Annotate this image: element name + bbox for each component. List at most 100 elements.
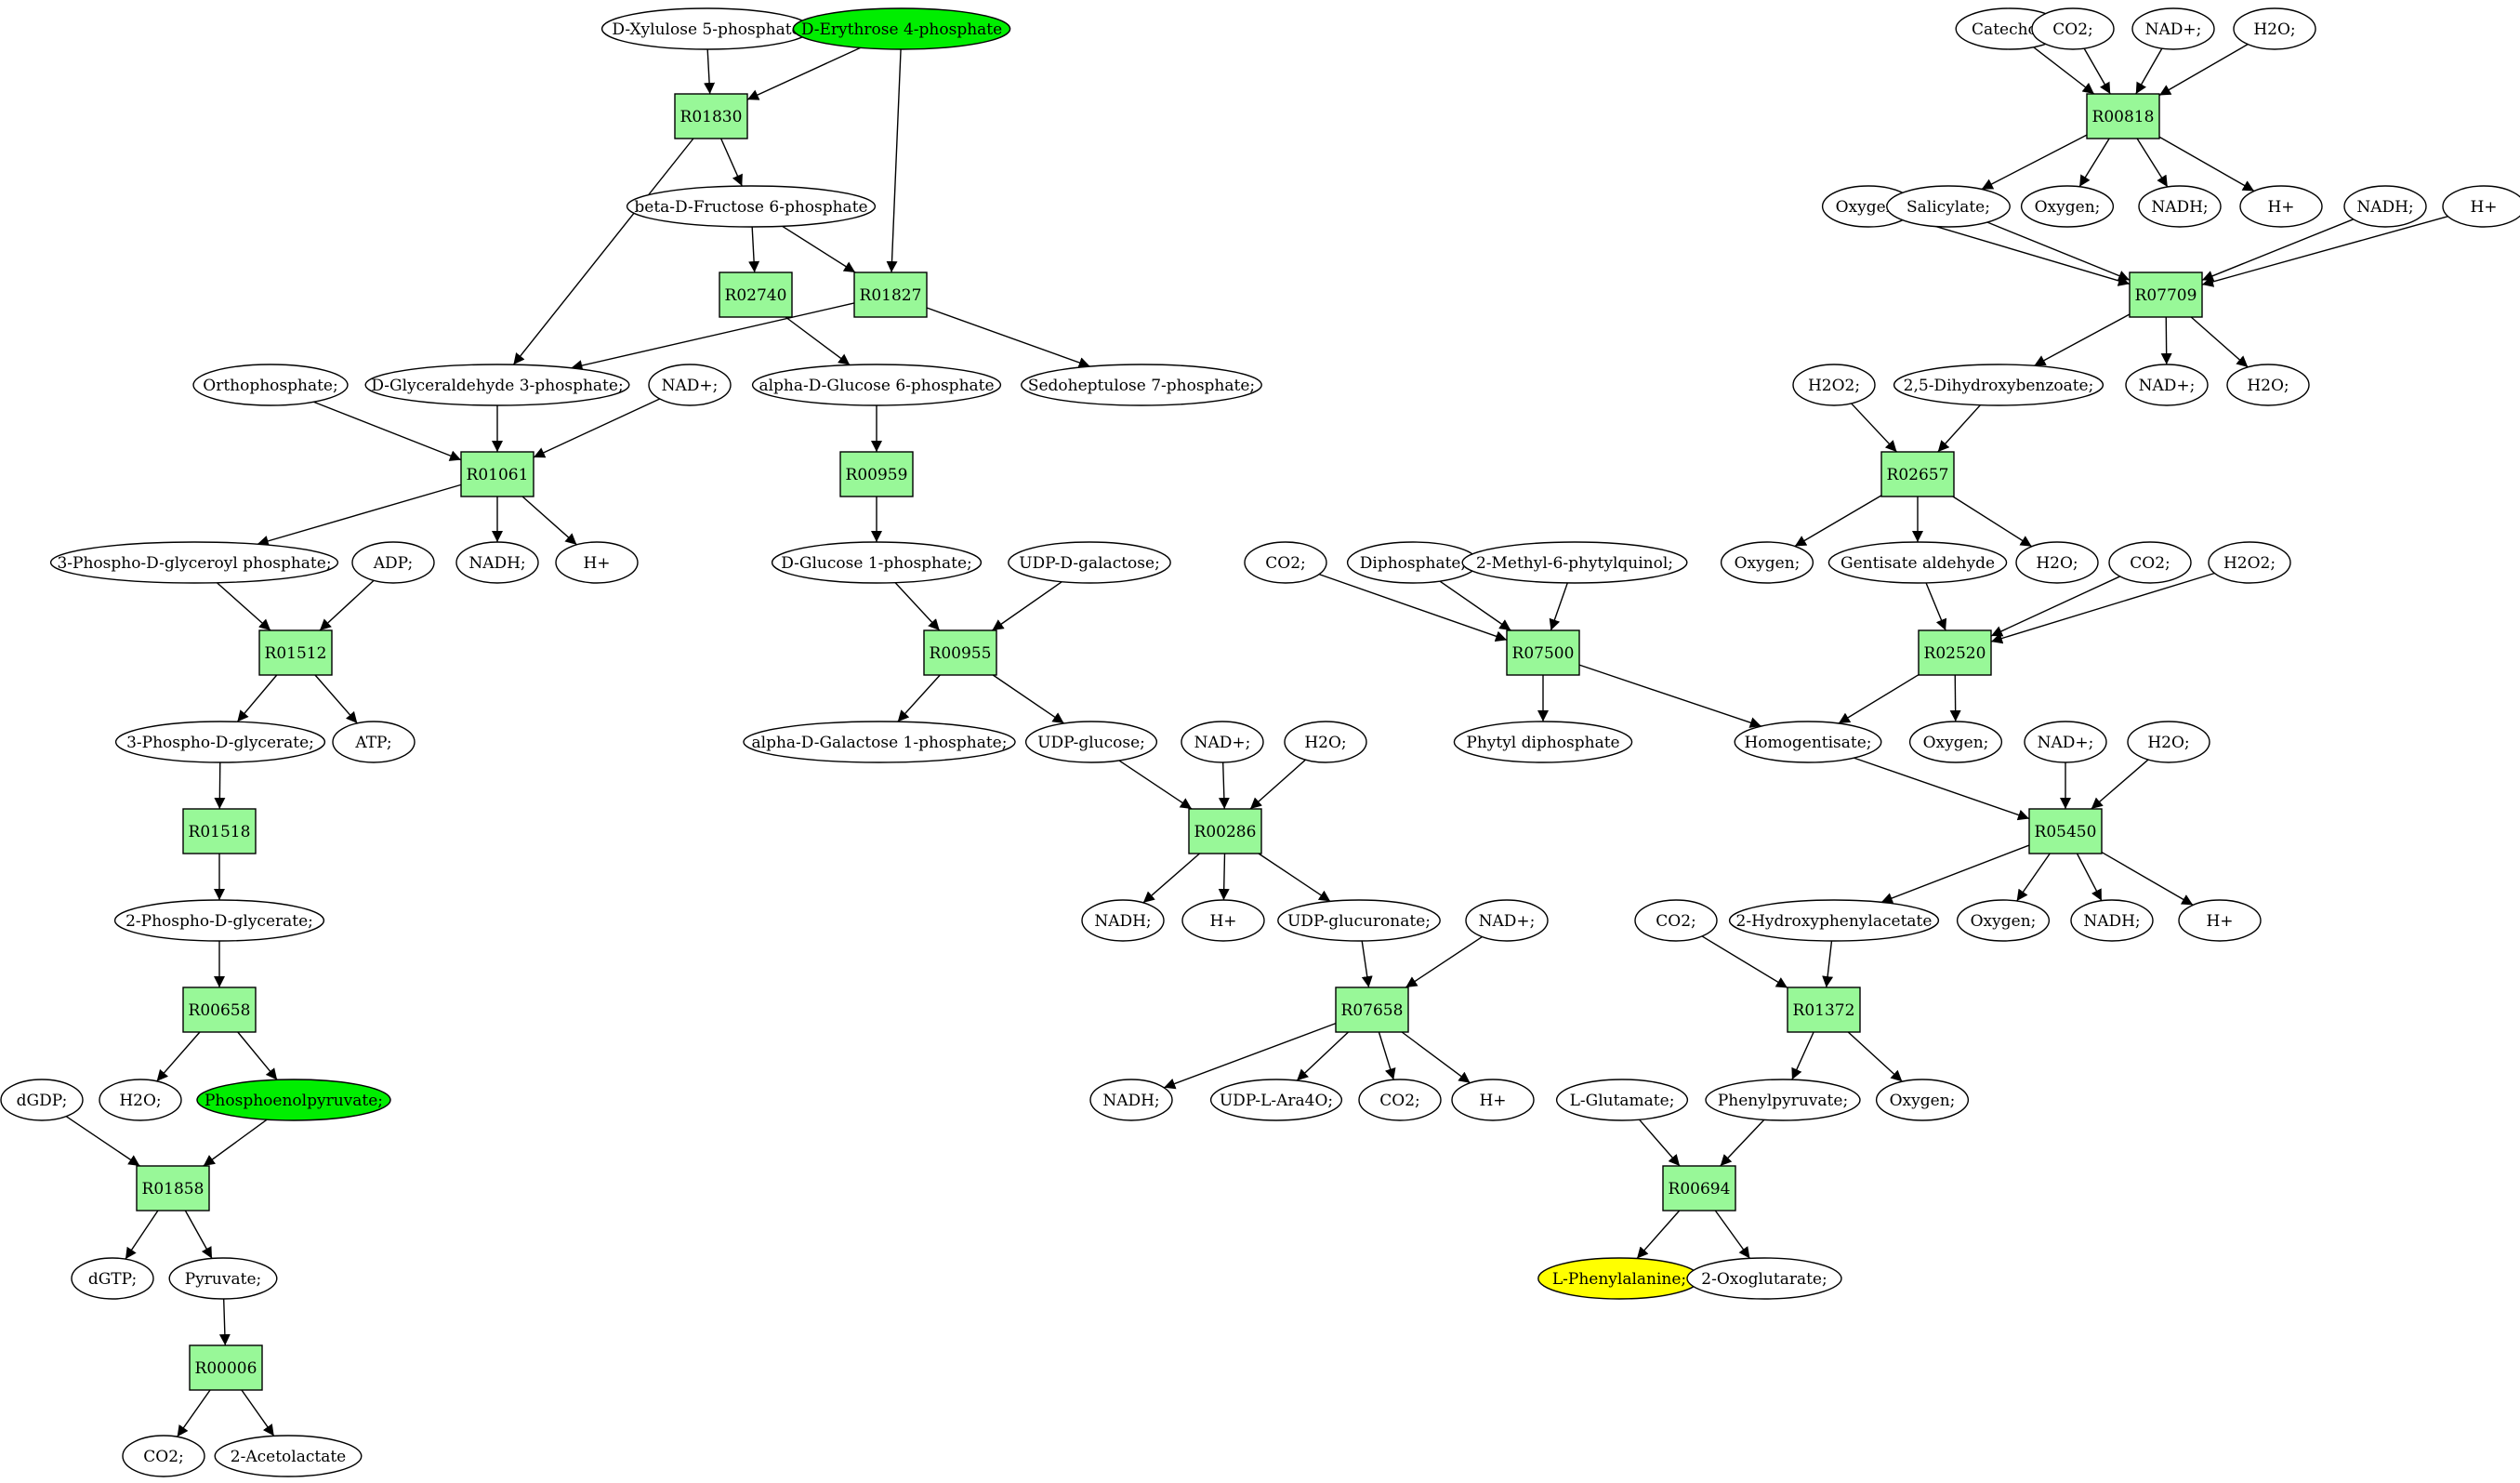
- compound-ellipse: [455, 541, 539, 584]
- compound-node-dgdp: dGDP;: [0, 1079, 84, 1121]
- node-label: L-Glutamate;: [1570, 1092, 1675, 1110]
- reaction-node-r00286: R00286: [1188, 808, 1262, 854]
- compound-ellipse: [113, 899, 325, 942]
- reaction-node-r00955: R00955: [923, 629, 997, 676]
- compound-node-acetolactate: 2-Acetolactate: [214, 1435, 363, 1477]
- compound-node-oxygen-2: Oxygen;: [2020, 185, 2115, 228]
- edge-R07709-to-nad_5: [2160, 316, 2172, 365]
- node-label: Oxygen;: [1971, 912, 2037, 931]
- compound-ellipse: [2127, 721, 2210, 763]
- compound-node-oxygen-1: Oxygen;: [1821, 185, 1916, 228]
- compound-node-phytylpp: Phytyl diphosphate: [1453, 721, 1633, 763]
- compound-node-h2o-4: H2O;: [2226, 364, 2310, 406]
- node-label: Diphosphate;: [1360, 554, 1466, 573]
- compound-node-nad-6: NAD+;: [2024, 721, 2107, 763]
- compound-ellipse: [1008, 541, 1171, 584]
- compound-ellipse: [99, 1079, 182, 1121]
- edge-R05450-to-nadh_6: [2076, 853, 2103, 902]
- reaction-box: [189, 1344, 263, 1391]
- edge-diphosphate-to-R07500: [1439, 580, 1511, 631]
- node-label: H+: [2470, 198, 2497, 217]
- compound-node-nad-1: NAD+;: [648, 364, 732, 406]
- node-label: R01512: [265, 644, 327, 663]
- compound-node-udpgal: UDP-D-galactose;: [1008, 541, 1171, 584]
- edge-R01512-to-atp: [314, 674, 358, 724]
- reaction-node-r02657: R02657: [1880, 451, 1955, 497]
- node-label: NAD+;: [1194, 734, 1251, 752]
- node-label: alpha-D-Glucose 6-phosphate: [759, 377, 994, 395]
- compound-node-h2o-2: H2O;: [99, 1079, 182, 1121]
- compound-node-2pg: 2-Phospho-D-glycerate;: [113, 899, 325, 942]
- reaction-node-r05450: R05450: [2028, 808, 2103, 854]
- compound-node-udpglcA: UDP-glucuronate;: [1277, 899, 1441, 942]
- edge-R01372-to-oxygen_6: [1847, 1031, 1903, 1082]
- compound-ellipse: [1686, 1257, 1842, 1300]
- compound-node-co2-1: CO2;: [1358, 1079, 1442, 1121]
- edge-R00818-to-nadh_4: [2136, 138, 2169, 188]
- compound-ellipse: [351, 541, 435, 584]
- edge-h2o_3-to-R00818: [2158, 44, 2249, 97]
- edge-R07658-to-nadh_3: [1163, 1022, 1337, 1090]
- reaction-box: [1662, 1165, 1736, 1212]
- compound-node-oxygen-3: Oxygen;: [1720, 541, 1814, 584]
- compound-ellipse: [2233, 7, 2316, 50]
- reaction-box: [2028, 808, 2103, 854]
- edge-nad_4-to-R00818: [2135, 47, 2163, 95]
- edge-R00955-to-udpglc: [992, 674, 1065, 724]
- compound-ellipse: [1886, 185, 2011, 228]
- compound-node-nad-5: NAD+;: [2125, 364, 2209, 406]
- node-label: R01518: [189, 823, 251, 841]
- compound-node-nadh-6: NADH;: [2070, 899, 2154, 942]
- node-label: R01830: [680, 108, 743, 126]
- compound-node-orthophosphate: Orthophosphate;: [192, 364, 349, 406]
- node-label: ADP;: [373, 554, 413, 573]
- compound-ellipse: [1634, 899, 1718, 942]
- compound-node-oxygen-6: Oxygen;: [1875, 1079, 1970, 1121]
- compound-node-udpara: UDP-L-Ara4O;: [1209, 1079, 1343, 1121]
- edge-R02657-to-oxygen_3: [1794, 495, 1882, 548]
- reaction-node-r00818: R00818: [2086, 93, 2160, 139]
- edge-gentisald-to-R02520: [1925, 582, 1947, 631]
- compound-node-h2o2-1: H2O2;: [1792, 364, 1876, 406]
- node-label: NADH;: [468, 554, 525, 573]
- node-label: R00694: [1669, 1180, 1731, 1198]
- compound-ellipse: [1089, 1079, 1173, 1121]
- reaction-node-r00658: R00658: [182, 986, 257, 1033]
- edge-nadh_5-to-R07709: [2201, 218, 2354, 282]
- edge-dgdp-to-R01858: [65, 1116, 140, 1167]
- node-label: 2-Methyl-6-phytylquinol;: [1476, 554, 1673, 573]
- compound-node-homogentisate: Homogentisate;: [1734, 721, 1882, 763]
- compound-ellipse: [626, 185, 877, 228]
- compound-node-nad-2: NAD+;: [1181, 721, 1264, 763]
- edge-layer: [65, 44, 2448, 1437]
- edge-h2o_1-to-R00286: [1249, 759, 1306, 810]
- compound-node-nad-3: NAD+;: [1465, 899, 1549, 942]
- node-label: 2,5-Dihydroxybenzoate;: [1904, 377, 2094, 395]
- reaction-box: [853, 271, 928, 318]
- compound-ellipse: [1461, 541, 1688, 584]
- edge-salicylate-to-R07709: [1986, 221, 2131, 282]
- compound-ellipse: [122, 1435, 205, 1477]
- edge-udpgal-to-R00955: [991, 581, 1062, 631]
- node-label: H+: [1209, 912, 1236, 931]
- compound-node-diphosphate: Diphosphate;: [1346, 541, 1480, 584]
- compound-ellipse: [1792, 364, 1876, 406]
- node-label: alpha-D-Galactose 1-phosphate;: [752, 734, 1008, 752]
- node-label: Sedoheptulose 7-phosphate;: [1028, 377, 1255, 395]
- node-label: NAD+;: [1479, 912, 1536, 931]
- edge-R00286-to-h_2: [1218, 853, 1230, 901]
- edge-orthophosphate-to-R01061: [313, 401, 462, 461]
- edge-fructose6p-to-R02740: [748, 226, 760, 273]
- edge-nad_3-to-R07658: [1405, 935, 1483, 988]
- node-label: H2O;: [2247, 377, 2289, 395]
- edge-R01512-to-3pg: [236, 674, 278, 722]
- compound-node-adp: ADP;: [351, 541, 435, 584]
- compound-node-oxoglutarate: 2-Oxoglutarate;: [1686, 1257, 1842, 1300]
- compound-node-udpglc: UDP-glucose;: [1024, 721, 1158, 763]
- compound-ellipse: [792, 7, 1011, 50]
- edge-R02520-to-homogentisate: [1838, 674, 1920, 724]
- edge-xylulose5p-to-R01830: [704, 48, 716, 95]
- edge-homogentisate-to-R05450: [1854, 757, 2030, 821]
- edge-R02520-to-oxygen_4: [1949, 674, 1961, 722]
- reaction-node-r01512: R01512: [258, 629, 333, 676]
